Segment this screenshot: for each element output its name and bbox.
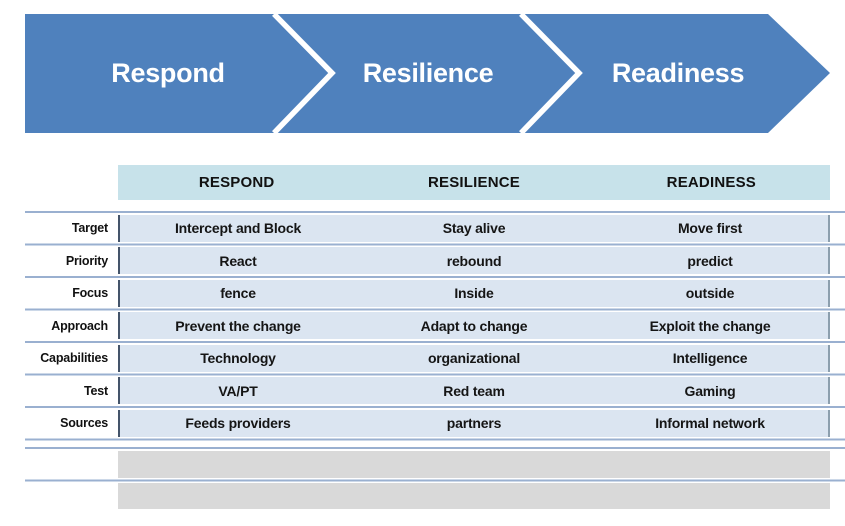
row-band: React rebound predict <box>118 247 830 274</box>
banner-step-readiness: Readiness <box>612 58 744 88</box>
table-header-band: RESPOND RESILIENCE READINESS <box>118 165 830 200</box>
gray-band <box>118 450 830 478</box>
table-cell: Intelligence <box>672 350 748 366</box>
row-band: Feeds providers partners Informal networ… <box>118 409 830 437</box>
table-cell: Informal network <box>655 415 765 431</box>
table-cell: partners <box>446 415 502 431</box>
table-cell: Feeds providers <box>185 415 291 431</box>
row-label: Approach <box>51 318 108 333</box>
empty-gray-row <box>0 483 845 509</box>
table-cell: Move first <box>677 220 743 236</box>
banner-step-respond: Respond <box>111 58 224 88</box>
table-cell: Prevent the change <box>175 317 301 334</box>
table-cell: predict <box>687 252 733 269</box>
column-header-readiness: READINESS <box>666 174 756 191</box>
table-cell: organizational <box>427 350 521 366</box>
row-band: Prevent the change Adapt to change Explo… <box>118 312 830 339</box>
table-cell: VA/PT <box>218 382 258 399</box>
row-divider <box>25 445 845 451</box>
row-divider <box>25 306 845 312</box>
table-row-priority: Priority React rebound predict <box>0 247 845 274</box>
row-band-empty <box>118 442 830 445</box>
row-band: VA/PT Red team Gaming <box>118 377 830 404</box>
row-label-empty <box>0 483 118 509</box>
row-divider <box>25 241 845 247</box>
table-row-focus: Focus fence Inside outside <box>0 279 845 307</box>
row-divider <box>25 339 845 345</box>
table-cell: Intercept and Block <box>174 220 302 236</box>
row-band: fence Inside outside <box>118 279 830 307</box>
table-cell: React <box>219 252 257 269</box>
table-cell: Gaming <box>684 382 736 399</box>
row-label-empty <box>0 442 118 445</box>
row-label: Focus <box>72 286 108 300</box>
header-gap <box>0 200 845 209</box>
row-divider <box>25 436 845 442</box>
table-cell: Adapt to change <box>420 317 528 334</box>
table-header-row: RESPOND RESILIENCE READINESS <box>0 165 845 200</box>
table-cell: rebound <box>446 252 502 269</box>
row-divider <box>25 274 845 280</box>
column-header-resilience: RESILIENCE <box>427 174 520 191</box>
row-band: Technology organizational Intelligence <box>118 344 830 372</box>
header-spacer <box>0 165 118 200</box>
column-header-respond: RESPOND <box>198 174 275 191</box>
row-divider <box>25 371 845 377</box>
table-cell: outside <box>685 285 735 301</box>
row-divider <box>25 477 845 483</box>
chevron-divider-icon <box>519 12 583 135</box>
table-cell: Stay alive <box>442 220 506 236</box>
row-divider <box>25 209 845 215</box>
table-cell: Exploit the change <box>649 317 771 334</box>
row-band: Intercept and Block Stay alive Move firs… <box>118 214 830 242</box>
table-cell: fence <box>220 285 256 301</box>
banner-step-resilience: Resilience <box>363 58 494 88</box>
process-banner: Respond Resilience Readiness <box>25 12 830 135</box>
table-row-approach: Approach Prevent the change Adapt to cha… <box>0 312 845 339</box>
table-row-target: Target Intercept and Block Stay alive Mo… <box>0 214 845 242</box>
table-row-test: Test VA/PT Red team Gaming <box>0 377 845 404</box>
table-row-sources: Sources Feeds providers partners Informa… <box>0 409 845 437</box>
row-label: Capabilities <box>40 351 108 365</box>
row-divider <box>25 404 845 410</box>
table-cell: Technology <box>200 350 276 366</box>
row-label-empty <box>0 451 118 478</box>
empty-gray-row <box>0 450 845 478</box>
row-label: Target <box>71 221 108 235</box>
table-cell: Red team <box>443 382 505 399</box>
empty-row <box>0 442 845 445</box>
chevron-arrow-shape <box>25 14 830 133</box>
row-label: Sources <box>60 416 108 430</box>
table-cell: Inside <box>454 285 494 301</box>
row-label: Priority <box>65 253 108 268</box>
chevron-divider-icon <box>272 12 336 135</box>
table-row-capabilities: Capabilities Technology organizational I… <box>0 344 845 372</box>
row-label: Test <box>84 383 108 398</box>
gray-band <box>118 483 830 509</box>
